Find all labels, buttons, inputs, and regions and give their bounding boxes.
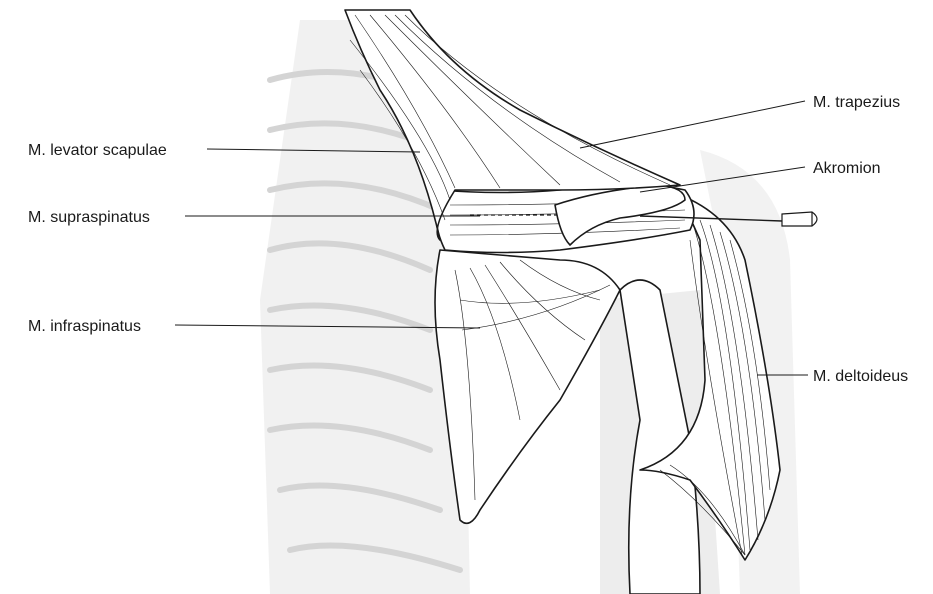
label-supraspinatus: M. supraspinatus: [28, 209, 150, 226]
label-trapezius: M. trapezius: [813, 94, 900, 111]
label-deltoideus: M. deltoideus: [813, 368, 908, 385]
label-akromion: Akromion: [813, 160, 881, 177]
label-infraspinatus: M. infraspinatus: [28, 318, 141, 335]
label-levator-scapulae: M. levator scapulae: [28, 142, 167, 159]
leader-trapezius: [580, 101, 805, 148]
scapula: [435, 250, 620, 523]
